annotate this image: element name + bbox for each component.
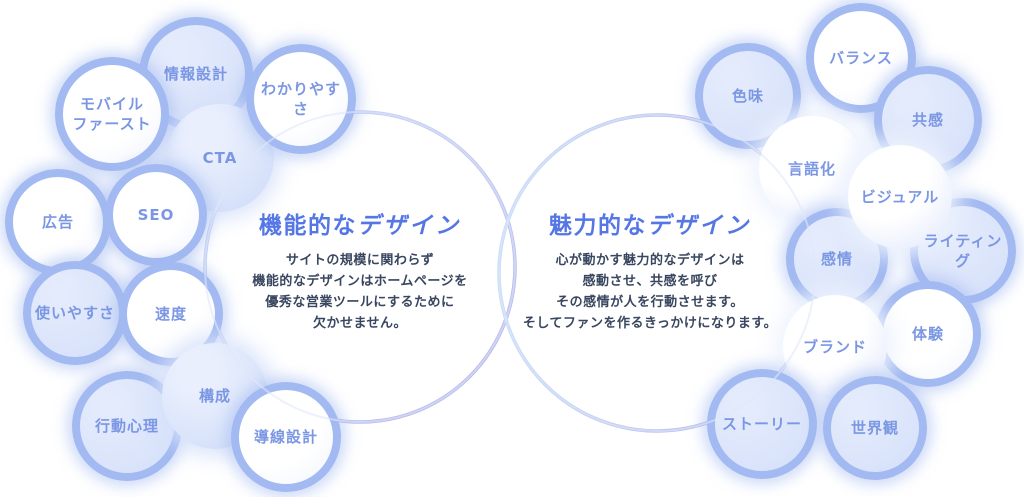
right-title-accent: デザイン <box>647 213 751 239</box>
right-title-plain: 魅力的な <box>549 213 647 239</box>
right-circle-title: 魅力的なデザイン <box>495 206 805 240</box>
left-title-plain: 機能的な <box>259 213 357 239</box>
bubble-seo: SEO <box>105 164 207 266</box>
bubble-label: CTA <box>202 148 238 167</box>
bubble-label: モバイル ファースト <box>72 94 152 133</box>
bubble-label: 色味 <box>731 86 764 105</box>
bubble-label: ビジュアル <box>860 187 940 206</box>
bubble-label: わかりやすさ <box>260 79 341 118</box>
bubble-usability: 使いやすさ <box>23 261 127 365</box>
bubble-experience: 体験 <box>875 281 981 387</box>
right-circle-description: 心が動かす魅力的なデザインは 感動させ、共感を呼び その感情が人を行動させます。… <box>522 253 778 332</box>
bubble-label: ブランド <box>802 337 867 356</box>
bubble-label: 言語化 <box>787 159 836 178</box>
bubble-visual: ビジュアル <box>848 145 952 249</box>
left-circle-description: サイトの規模に関わらず 機能的なデザインはホームページを 優秀な営業ツールにする… <box>252 253 468 332</box>
bubble-ads: 広告 <box>5 169 111 275</box>
bubble-label: 体験 <box>911 324 944 343</box>
bubble-label: 広告 <box>41 212 74 231</box>
bubble-label: 行動心理 <box>94 416 159 435</box>
bubble-label: ライティング <box>923 231 1003 270</box>
bubble-clarity: わかりやすさ <box>246 44 356 154</box>
bubble-mobile-first: モバイル ファースト <box>55 57 169 171</box>
left-title-accent: デザイン <box>357 213 461 239</box>
bubble-flow-design: 導線設計 <box>231 382 341 492</box>
bubble-label: 共感 <box>911 110 944 129</box>
right-circle-text: 魅力的なデザイン 心が動かす魅力的なデザインは 感動させ、共感を呼び その感情が… <box>495 206 805 334</box>
bubble-label: ストーリー <box>721 414 802 433</box>
left-circle-text: 機能的なデザイン サイトの規模に関わらず 機能的なデザインはホームページを 優秀… <box>205 206 515 334</box>
bubble-label: 世界観 <box>850 418 899 437</box>
bubble-label: 導線設計 <box>253 427 318 446</box>
left-circle-title: 機能的なデザイン <box>205 206 515 240</box>
bubble-label: 感情 <box>820 249 853 268</box>
bubble-label: バランス <box>829 48 893 67</box>
bubble-label: 速度 <box>154 304 187 323</box>
bubble-label: 使いやすさ <box>34 303 115 322</box>
bubble-label: 情報設計 <box>163 64 228 83</box>
bubble-worldview: 世界観 <box>823 376 927 480</box>
bubble-label: SEO <box>137 205 175 224</box>
bubble-story: ストーリー <box>707 369 817 479</box>
bubble-label: 構成 <box>198 386 231 405</box>
